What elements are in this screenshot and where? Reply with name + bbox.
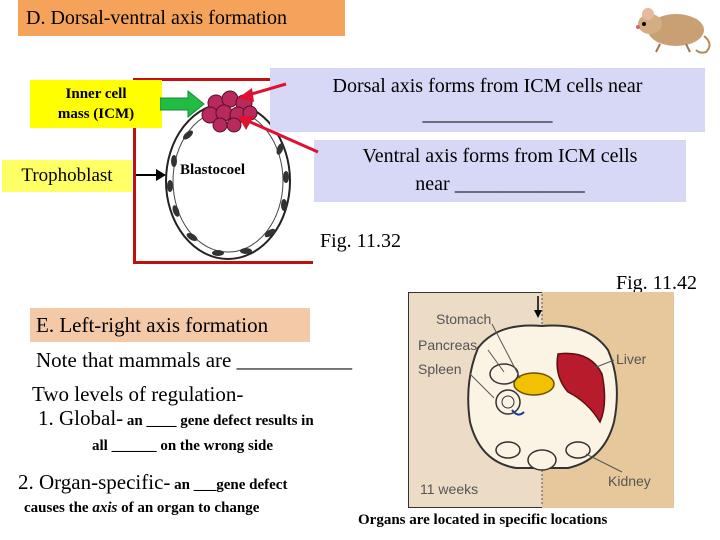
organ-line2: causes the axis of an organ to change [24, 500, 259, 517]
mammals-note: Note that mammals are ___________ [36, 348, 353, 372]
figure-label-11-42: Fig. 11.42 [616, 272, 697, 294]
global-detail: an ____ gene defect results in [123, 413, 314, 429]
organ-line2-axis: axis [92, 500, 118, 516]
organ-line2-b: of an organ to change [117, 500, 260, 516]
organ-detail: an ___gene defect [170, 477, 288, 493]
ventral-axis-box: Ventral axis forms from ICM cells near _… [314, 140, 686, 202]
dorsal-axis-box: Dorsal axis forms from ICM cells near __… [270, 68, 705, 132]
stomach-label: Stomach [436, 311, 491, 327]
organ-line2-a: causes the [24, 500, 93, 516]
dorsal-line2: _____________ [422, 103, 553, 125]
ventral-line1: Ventral axis forms from ICM cells [362, 145, 638, 167]
global-line2: all ______ on the wrong side [92, 438, 273, 454]
trophoblast-label: Trophoblast [2, 160, 132, 192]
green-arrow-icon [160, 90, 205, 118]
dorsal-line1: Dorsal axis forms from ICM cells near [332, 75, 643, 97]
organ-prefix: 2. Organ-specific- [18, 470, 171, 494]
embryo-cross-section: Stomach Pancreas Spleen Liver Kidney 11 … [408, 292, 674, 508]
pancreas-label: Pancreas [418, 337, 477, 353]
icm-label-line1: Inner cell [65, 86, 127, 102]
global-prefix: 1. Global- [38, 406, 124, 430]
global-regulation-text: 1. Global- an ____ gene defect results i… [38, 406, 314, 431]
icm-label-line2: mass (ICM) [57, 106, 135, 122]
two-levels-text: Two levels of regulation- [32, 382, 244, 406]
spleen-label: Spleen [418, 361, 462, 377]
organs-caption: Organs are located in specific locations [358, 512, 608, 528]
liver-label: Liver [616, 351, 647, 367]
slide-title: D. Dorsal-ventral axis formation [18, 0, 345, 36]
blastocoel-label: Blastocoel [180, 162, 245, 178]
age-label: 11 weeks [420, 481, 478, 497]
ventral-line2: near _____________ [415, 173, 585, 195]
organ-specific-text: 2. Organ-specific- an ___gene defect [18, 470, 287, 495]
black-arrow-icon [136, 169, 166, 181]
kidney-label: Kidney [608, 473, 651, 489]
figure-label-11-32: Fig. 11.32 [320, 230, 401, 252]
mouse-icon [636, 8, 711, 54]
icm-label: Inner cell mass (ICM) [30, 80, 162, 128]
lr-axis-title: E. Left-right axis formation [30, 308, 310, 342]
